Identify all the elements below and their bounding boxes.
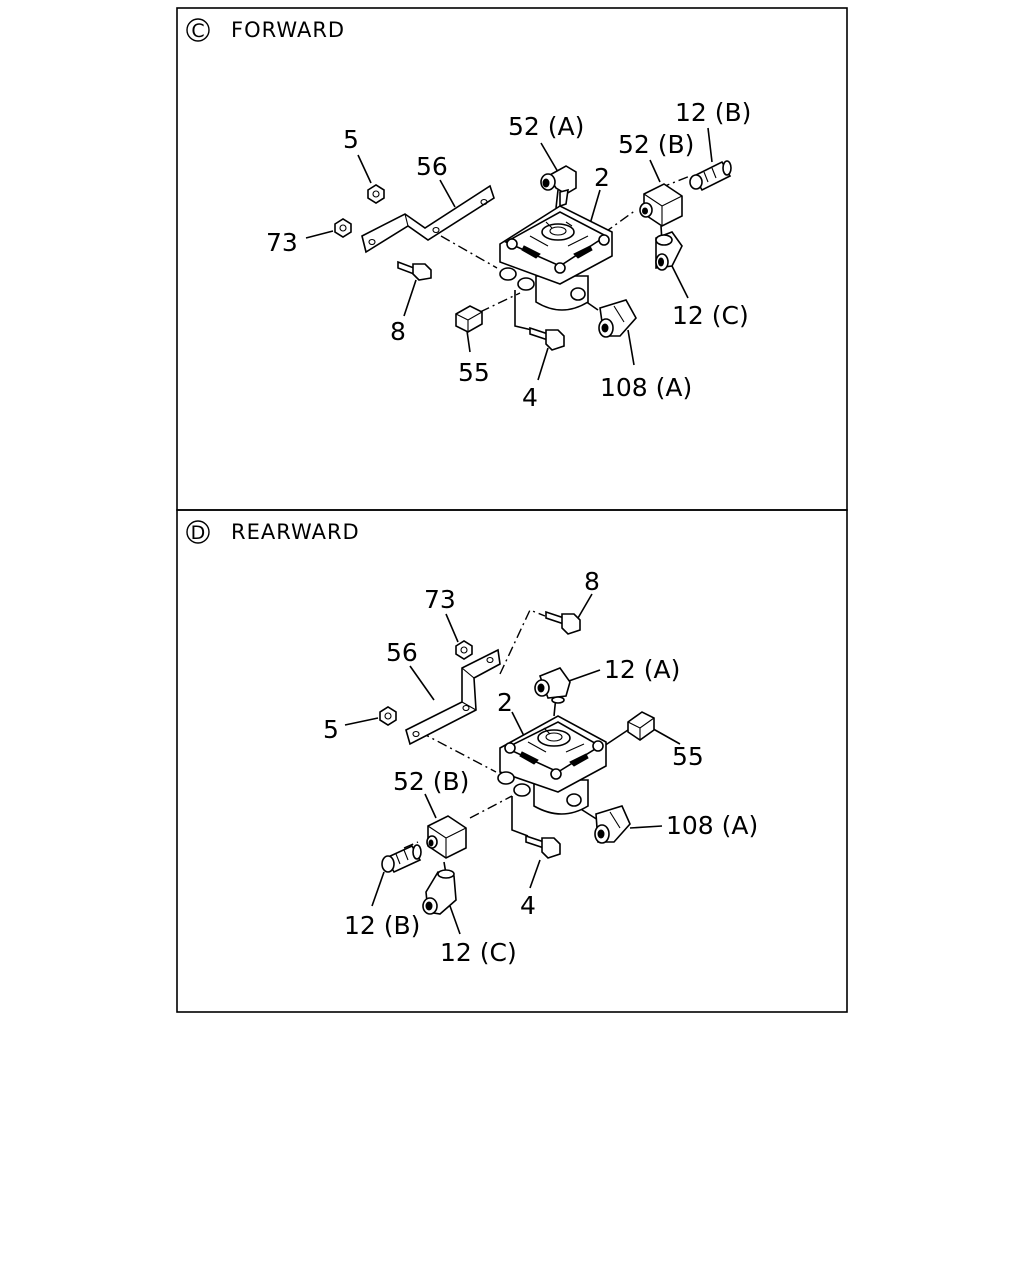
forward-bracket-56	[361, 184, 495, 254]
panel-rearward-frame	[176, 509, 848, 1013]
rearward-label-4: 4	[520, 891, 536, 920]
forward-label-12c: 12 (C)	[672, 301, 749, 330]
forward-label-52a: 52 (A)	[508, 112, 584, 141]
panel-rearward: D REARWARD	[176, 509, 848, 1013]
panel-forward-badge-circle	[186, 18, 210, 42]
forward-elbow-12c	[655, 231, 683, 271]
rearward-label-5: 5	[323, 715, 339, 744]
rearward-fitting-12b	[381, 844, 422, 874]
forward-label-108a: 108 (A)	[600, 373, 692, 402]
rearward-elbow-12a	[534, 667, 571, 704]
rearward-block-52b	[426, 815, 467, 859]
panel-rearward-title: REARWARD	[231, 520, 360, 544]
rearward-label-73: 73	[424, 585, 456, 614]
forward-label-4: 4	[522, 383, 538, 412]
panel-forward-badge: C	[191, 20, 204, 42]
rearward-bracket-56	[405, 648, 501, 746]
rearward-plug-55	[627, 711, 655, 741]
rearward-elbow-108a	[594, 805, 631, 844]
rearward-label-8: 8	[584, 567, 600, 596]
forward-bolt-4	[529, 326, 565, 351]
panel-rearward-badge: D	[191, 522, 206, 544]
forward-block-52b	[639, 183, 683, 227]
panel-rearward-badge-circle	[186, 520, 210, 544]
forward-elbow-52a	[540, 165, 577, 208]
forward-plug-55	[455, 305, 483, 333]
rearward-nut-73	[455, 640, 473, 660]
forward-label-12b: 12 (B)	[675, 98, 751, 127]
rearward-label-2: 2	[497, 688, 513, 717]
rearward-label-108a: 108 (A)	[666, 811, 758, 840]
rearward-bolt-4	[525, 834, 561, 859]
forward-fitting-12b	[689, 160, 732, 192]
forward-label-55: 55	[458, 358, 490, 387]
panel-forward: C FORWARD	[176, 7, 848, 511]
forward-label-52b: 52 (B)	[618, 130, 694, 159]
forward-label-56: 56	[416, 152, 448, 181]
rearward-label-12c: 12 (C)	[440, 938, 517, 967]
rearward-elbow-12c	[422, 869, 457, 915]
rearward-valve-body-2	[497, 715, 607, 815]
panel-forward-title: FORWARD	[231, 18, 345, 42]
rearward-bolt-8	[545, 610, 581, 635]
forward-nut-73	[334, 218, 352, 238]
forward-label-73: 73	[266, 228, 298, 257]
forward-bolt-8	[397, 260, 432, 281]
rearward-label-52b: 52 (B)	[393, 767, 469, 796]
forward-label-8: 8	[390, 317, 406, 346]
rearward-leader-lines	[344, 593, 681, 935]
forward-valve-body-2	[499, 205, 613, 311]
rearward-nut-5	[379, 706, 397, 726]
forward-label-5: 5	[343, 125, 359, 154]
rearward-label-12a: 12 (A)	[604, 655, 680, 684]
forward-nut-5	[367, 184, 385, 204]
forward-label-2: 2	[594, 163, 610, 192]
rearward-label-12b: 12 (B)	[344, 911, 420, 940]
rearward-label-56: 56	[386, 638, 418, 667]
rearward-label-55: 55	[672, 742, 704, 771]
forward-elbow-108a	[598, 299, 637, 338]
